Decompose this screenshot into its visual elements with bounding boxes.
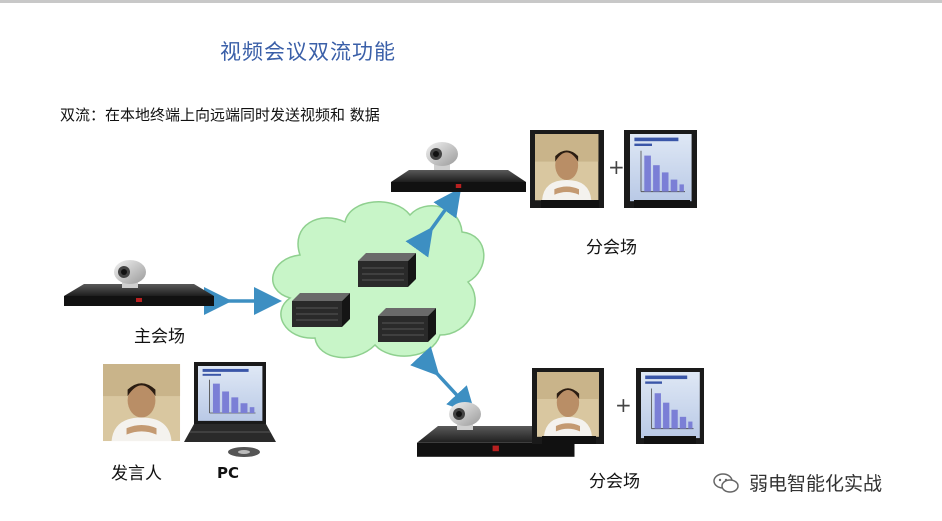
plus-sign-top: + xyxy=(608,155,625,179)
page-title: 视频会议双流功能 xyxy=(220,40,396,64)
laptop-pc-icon xyxy=(184,362,276,457)
link-arrow-bottom xyxy=(410,346,476,416)
speaker-label: 发言人 xyxy=(111,464,162,484)
main-site-codec xyxy=(64,284,214,306)
branch-top-codec xyxy=(391,170,526,192)
top-border xyxy=(0,0,942,3)
mcu-server-2 xyxy=(291,292,351,328)
branch-bottom-video-monitor xyxy=(532,368,604,444)
branch-site-top-label: 分会场 xyxy=(586,238,637,258)
link-arrow-top xyxy=(405,187,462,258)
branch-bottom-camera-icon xyxy=(449,402,481,430)
branch-top-data-monitor xyxy=(624,130,697,208)
subtitle: 双流：在本地终端上向远端同时发送视频和 数据 xyxy=(60,106,380,124)
wechat-icon xyxy=(713,472,739,494)
watermark-text: 弱电智能化实战 xyxy=(749,473,883,495)
watermark: 弱电智能化实战 xyxy=(713,469,882,496)
branch-site-bottom-label: 分会场 xyxy=(589,472,640,492)
plus-sign-bottom: + xyxy=(615,393,632,417)
mcu-server-3 xyxy=(377,307,437,343)
mcu-server-1 xyxy=(357,252,417,288)
pc-label: PC xyxy=(217,464,240,482)
branch-top-camera-icon xyxy=(426,142,458,170)
branch-bottom-data-monitor xyxy=(636,368,704,444)
speaker-photo xyxy=(103,364,181,442)
main-site-camera-icon xyxy=(114,260,146,288)
branch-top-video-monitor xyxy=(530,130,604,208)
main-site-label: 主会场 xyxy=(134,327,185,347)
